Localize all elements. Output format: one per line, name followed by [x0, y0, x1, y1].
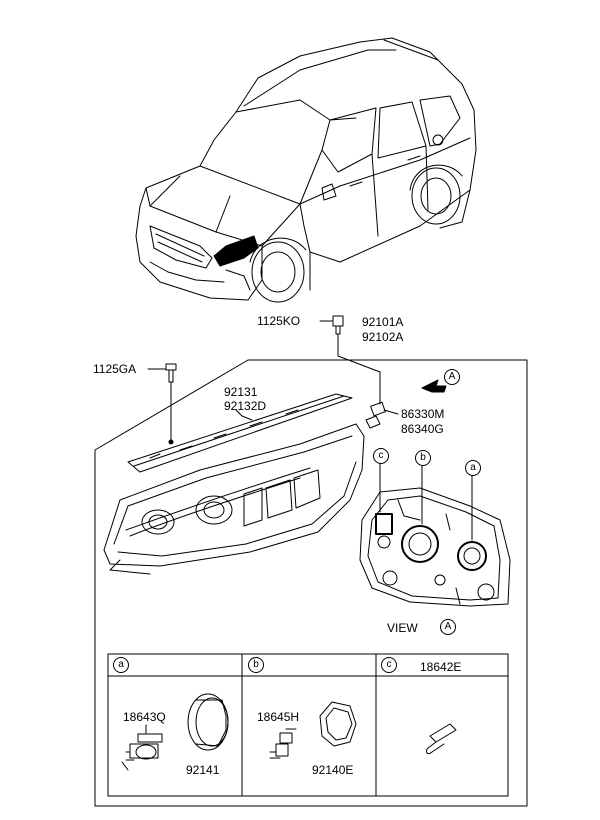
- part-number-cap-a: 92141: [186, 763, 220, 777]
- part-number-strip-2: 92132D: [224, 399, 267, 413]
- part-number-assembly-rh: 92102A: [362, 330, 404, 344]
- view-marker-circle: A: [444, 369, 460, 385]
- bulb-h11-icon: [269, 728, 297, 759]
- part-number-bulb-b: 18645H: [257, 710, 300, 724]
- view-label: VIEW: [387, 621, 418, 635]
- dust-cap-b-icon: [319, 701, 357, 747]
- bulb-wedge-icon: [425, 723, 457, 755]
- bulb-table: [107, 653, 509, 797]
- parts-frame: [94, 359, 528, 807]
- callout-c: c: [373, 448, 389, 464]
- trim-strip: [127, 393, 353, 473]
- part-number-bulb-c: 18642E: [420, 660, 462, 674]
- bolt-icon: [319, 315, 344, 335]
- part-number-screw: 1125GA: [93, 362, 137, 376]
- part-number-bulb-a: 18643Q: [123, 710, 166, 724]
- table-key-b: b: [248, 657, 264, 673]
- part-number-clip-2: 86340G: [401, 422, 444, 436]
- dust-cap-a-icon: [187, 693, 229, 751]
- table-key-a: a: [113, 657, 129, 673]
- callout-a: a: [465, 460, 481, 476]
- callout-b: b: [415, 450, 431, 466]
- part-number-clip-1: 86330M: [401, 407, 445, 421]
- headlamp-assembly: [103, 423, 365, 575]
- table-key-c: c: [381, 657, 397, 673]
- leader-line: [337, 333, 381, 405]
- view-arrow-icon: [421, 379, 447, 393]
- clip-icon: [365, 401, 399, 429]
- vehicle-illustration: [135, 37, 477, 303]
- rear-view-housing: [359, 463, 511, 607]
- view-label-marker: A: [440, 619, 456, 635]
- part-number-assembly-lh: 92101A: [362, 315, 404, 329]
- part-number-strip-1: 92131: [224, 385, 258, 399]
- bulb-h7-icon: [121, 724, 163, 771]
- part-number-cap-b: 92140E: [312, 763, 354, 777]
- part-number-bolt: 1125KO: [257, 314, 301, 328]
- screw-icon: [147, 363, 177, 445]
